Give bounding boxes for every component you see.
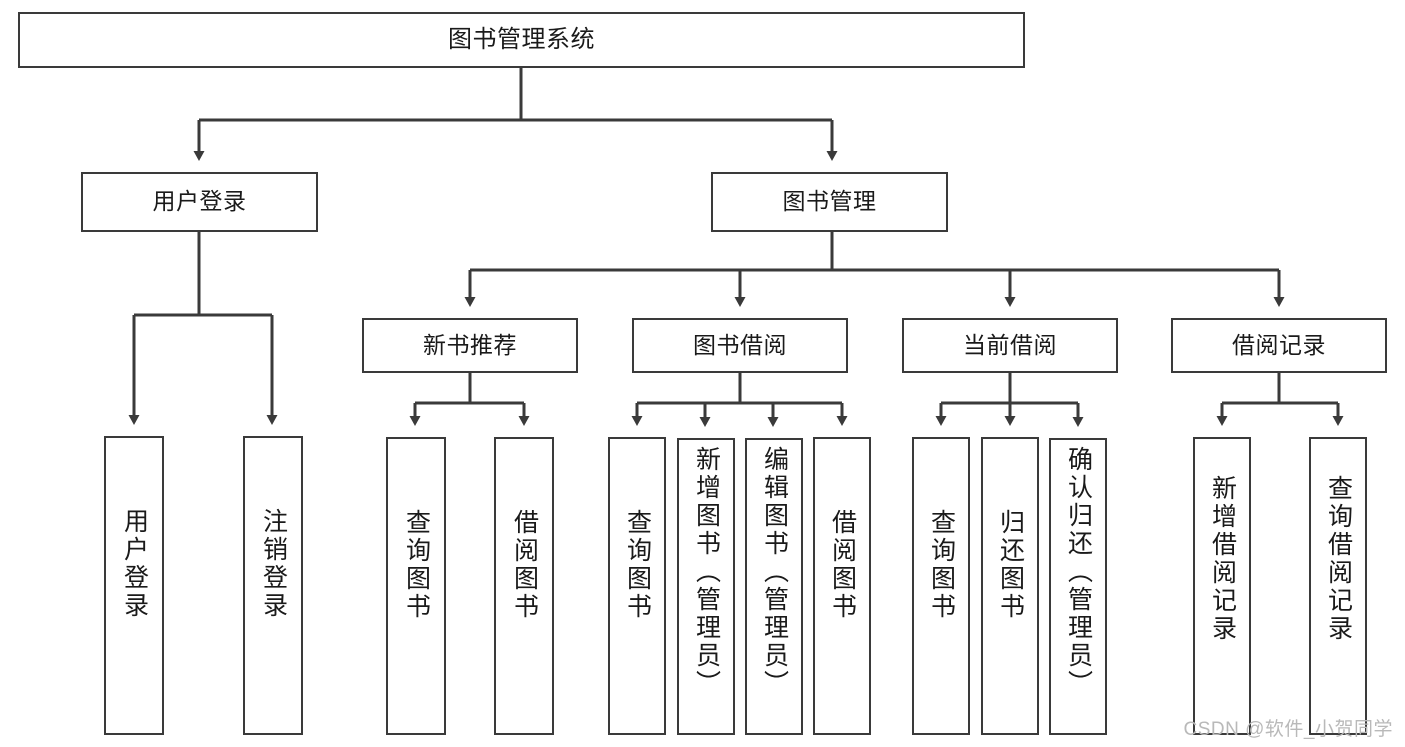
node-label: 查询图书	[402, 509, 431, 621]
node-label: 用户登录	[152, 188, 247, 215]
node-label: 借阅图书	[828, 509, 857, 621]
node-label: 查询图书	[623, 509, 652, 621]
node-label: 当前借阅	[963, 331, 1057, 358]
node-current-borrow[interactable]: 当前借阅	[902, 318, 1118, 373]
leaf-current-borrow-confirm-return-admin[interactable]: 确认归还（管理员）	[1049, 438, 1107, 735]
node-label: 新增借阅记录	[1208, 475, 1237, 643]
leaf-current-borrow-return-book[interactable]: 归还图书	[981, 437, 1039, 735]
node-root-book-management-system[interactable]: 图书管理系统	[18, 12, 1025, 68]
node-label: 归还图书	[996, 509, 1025, 621]
node-label: 编辑图书（管理员）	[760, 446, 789, 698]
node-label: 查询借阅记录	[1324, 475, 1353, 643]
node-user-login[interactable]: 用户登录	[81, 172, 318, 232]
node-label: 借阅记录	[1232, 331, 1326, 358]
node-borrow-record[interactable]: 借阅记录	[1171, 318, 1387, 373]
leaf-book-borrow-add-book-admin[interactable]: 新增图书（管理员）	[677, 438, 735, 735]
leaf-new-book-borrow-book[interactable]: 借阅图书	[494, 437, 554, 735]
leaf-book-borrow-borrow-book[interactable]: 借阅图书	[813, 437, 871, 735]
node-label: 图书管理	[782, 188, 877, 215]
node-label: 用户登录	[120, 508, 149, 620]
leaf-new-book-query-book[interactable]: 查询图书	[386, 437, 446, 735]
node-book-management[interactable]: 图书管理	[711, 172, 948, 232]
node-book-borrow[interactable]: 图书借阅	[632, 318, 848, 373]
leaf-borrow-record-query-record[interactable]: 查询借阅记录	[1309, 437, 1367, 735]
leaf-current-borrow-query-book[interactable]: 查询图书	[912, 437, 970, 735]
node-label: 确认归还（管理员）	[1064, 446, 1093, 698]
node-label: 查询图书	[927, 509, 956, 621]
leaf-book-borrow-query-book[interactable]: 查询图书	[608, 437, 666, 735]
leaf-user-login-logout[interactable]: 注销登录	[243, 436, 303, 735]
node-label: 借阅图书	[510, 509, 539, 621]
csdn-watermark: CSDN @软件_小贺同学	[1183, 719, 1393, 740]
leaf-user-login-login[interactable]: 用户登录	[104, 436, 164, 735]
node-label: 注销登录	[259, 508, 288, 620]
leaf-book-borrow-edit-book-admin[interactable]: 编辑图书（管理员）	[745, 438, 803, 735]
node-label: 新增图书（管理员）	[692, 446, 721, 698]
node-label: 图书借阅	[693, 331, 787, 358]
node-label: 图书管理系统	[448, 25, 595, 53]
leaf-borrow-record-add-record[interactable]: 新增借阅记录	[1193, 437, 1251, 735]
node-label: 新书推荐	[423, 331, 517, 358]
node-new-book-recommend[interactable]: 新书推荐	[362, 318, 578, 373]
